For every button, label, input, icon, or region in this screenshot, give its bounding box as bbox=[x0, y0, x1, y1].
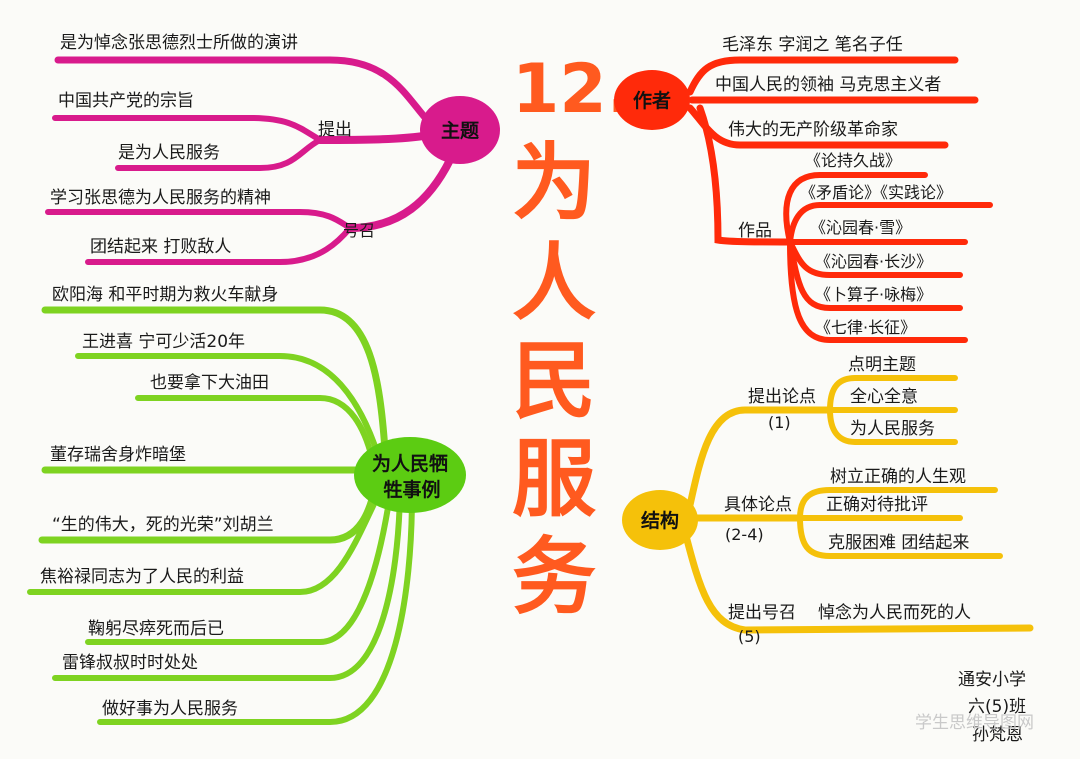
structure-part1-line2: (1) bbox=[768, 413, 791, 432]
examples-item-3: 也要拿下大油田 bbox=[150, 372, 269, 393]
structure-part2-line2: (2-4) bbox=[725, 525, 764, 544]
watermark: 学生思维导图网 bbox=[915, 713, 1034, 733]
examples-item-9: 做好事为人民服务 bbox=[102, 699, 238, 719]
examples-label-line1: 为人民牺 bbox=[372, 452, 448, 475]
signature-school: 通安小学 bbox=[958, 670, 1026, 690]
structure-part3-item: 悼念为人民而死的人 bbox=[818, 602, 971, 623]
author-label: 作者 bbox=[633, 89, 671, 112]
examples-item-6: 焦裕禄同志为了人民的利益 bbox=[40, 567, 244, 587]
topic-item-1: 是为悼念张思德烈士所做的演讲 bbox=[60, 32, 298, 53]
title-number: 12. bbox=[512, 50, 632, 129]
author-work-6: 《七律·长征》 bbox=[815, 318, 916, 337]
topic-sub-tichu: 提出 bbox=[318, 120, 352, 140]
topic-item-3: 是为人民服务 bbox=[118, 143, 220, 163]
examples-node: 为人民牺 牲事例 bbox=[354, 437, 466, 513]
examples-item-1: 欧阳海 和平时期为救火车献身 bbox=[52, 285, 278, 305]
structure-branch bbox=[681, 375, 1034, 634]
examples-label-line2: 牲事例 bbox=[383, 478, 440, 501]
examples-item-5: “生的伟大，死的光荣”刘胡兰 bbox=[52, 515, 274, 535]
author-work-3: 《沁园春·雪》 bbox=[810, 218, 911, 237]
author-branch bbox=[686, 56, 993, 343]
title-char-5: 务 bbox=[512, 528, 596, 626]
author-item-2: 中国人民的领袖 马克思主义者 bbox=[715, 75, 941, 95]
structure-part1-item-3: 为人民服务 bbox=[850, 419, 935, 439]
author-works-label: 作品 bbox=[738, 221, 772, 241]
structure-part2-line1: 具体论点 bbox=[724, 495, 792, 515]
structure-part2-item-1: 树立正确的人生观 bbox=[830, 467, 966, 487]
structure-label: 结构 bbox=[641, 509, 679, 532]
author-work-1: 《论持久战》 bbox=[805, 151, 901, 170]
author-item-1: 毛泽东 字润之 笔名子任 bbox=[722, 35, 903, 55]
structure-part2-item-3: 克服困难 团结起来 bbox=[828, 533, 969, 553]
examples-item-2: 王进喜 宁可少活20年 bbox=[82, 332, 245, 352]
title-char-3: 民 bbox=[512, 332, 596, 430]
title: 12. 为 人 民 服 务 bbox=[512, 50, 632, 626]
topic-sub-haozhao: 号召 bbox=[343, 221, 375, 240]
author-work-4: 《沁园春·长沙》 bbox=[815, 252, 932, 271]
examples-item-4: 董存瑞舍身炸暗堡 bbox=[50, 445, 186, 465]
structure-part1-line1: 提出论点 bbox=[748, 387, 816, 407]
author-item-3: 伟大的无产阶级革命家 bbox=[728, 120, 898, 140]
author-work-5: 《卜算子·咏梅》 bbox=[815, 285, 932, 304]
topic-node: 主题 bbox=[420, 96, 500, 164]
title-char-1: 为 bbox=[512, 134, 596, 232]
author-work-2: 《矛盾论》《实践论》 bbox=[800, 183, 952, 202]
signature-class: 六(5)班 bbox=[968, 697, 1026, 717]
author-node: 作者 bbox=[614, 70, 690, 130]
topic-label: 主题 bbox=[441, 120, 479, 142]
structure-part2-item-2: 正确对待批评 bbox=[826, 495, 928, 515]
signature: 通安小学 六(5)班 孙梵恩 bbox=[958, 670, 1026, 745]
topic-item-4: 学习张思德为人民服务的精神 bbox=[50, 188, 271, 208]
title-char-4: 服 bbox=[512, 430, 596, 528]
topic-item-2: 中国共产党的宗旨 bbox=[58, 91, 194, 111]
structure-node: 结构 bbox=[622, 490, 698, 550]
structure-part3-line2: (5) bbox=[738, 627, 761, 646]
structure-part1-item-2: 全心全意 bbox=[850, 387, 918, 407]
topic-item-5: 团结起来 打败敌人 bbox=[90, 237, 231, 257]
structure-part3-line1: 提出号召 bbox=[728, 603, 796, 623]
title-char-2: 人 bbox=[512, 234, 596, 332]
signature-name: 孙梵恩 bbox=[972, 725, 1023, 745]
structure-part1-item-1: 点明主题 bbox=[848, 355, 916, 375]
examples-item-8: 雷锋叔叔时时处处 bbox=[62, 653, 198, 673]
examples-item-7: 鞠躬尽瘁死而后已 bbox=[88, 619, 224, 639]
